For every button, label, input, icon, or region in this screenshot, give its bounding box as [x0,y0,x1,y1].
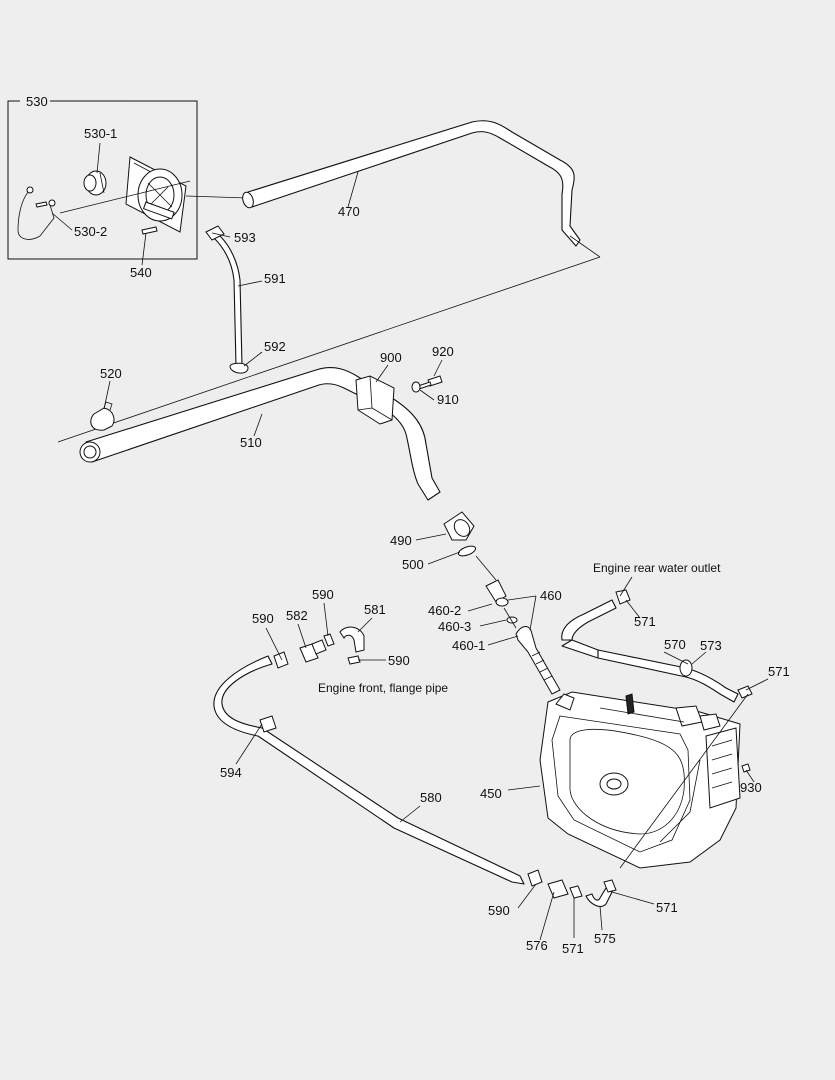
callout-460-2: 460-2 [428,603,461,618]
callout-571-d: 571 [656,900,678,915]
callout-590-c: 590 [388,653,410,668]
callout-460: 460 [540,588,562,603]
callout-582: 582 [286,608,308,623]
callout-590-b: 590 [312,587,334,602]
note-engine-rear-water-outlet: Engine rear water outlet [593,561,721,575]
callout-573: 573 [700,638,722,653]
callout-540: 540 [130,265,152,280]
callout-571-a: 571 [634,614,656,629]
callout-920: 920 [432,344,454,359]
callout-910: 910 [437,392,459,407]
axis-line-a [475,555,497,581]
callout-570: 570 [664,637,686,652]
callout-571-b: 571 [768,664,790,679]
callout-594: 594 [220,765,242,780]
bracket-900 [355,375,395,425]
callout-580: 580 [420,790,442,805]
callout-520: 520 [100,366,122,381]
bolt-920 [417,375,443,390]
callout-581: 581 [364,602,386,617]
leader-lines [50,100,769,941]
callout-592: 592 [264,339,286,354]
hose-570 [561,589,753,869]
washer-910 [411,381,421,393]
callout-450: 450 [480,786,502,801]
hose-580 [213,626,617,907]
tank-450 [539,691,751,869]
hose-510 [79,367,441,501]
callout-500: 500 [402,557,424,572]
assembly-guide-lines [57,235,601,443]
vent-hose-591 [205,225,249,374]
callout-575: 575 [594,931,616,946]
note-engine-front-flange-pipe: Engine front, flange pipe [318,681,448,695]
connector-490 [443,511,475,541]
adapter-460 [485,579,561,695]
callout-460-1: 460-1 [452,638,485,653]
callout-510: 510 [240,435,262,450]
filler-cap-assembly [17,156,249,240]
callout-460-3: 460-3 [438,619,471,634]
callout-900: 900 [380,350,402,365]
callout-591: 591 [264,271,286,286]
callout-590-a: 590 [252,611,274,626]
callout-530-1: 530-1 [84,126,117,141]
hose-470 [242,120,581,247]
callout-571-c: 571 [562,941,584,956]
oring-500 [457,545,477,557]
callout-593: 593 [234,230,256,245]
callout-labels: 530 530-1 530-2 540 593 470 591 592 520 … [26,94,790,956]
callout-930: 930 [740,780,762,795]
callout-530-2: 530-2 [74,224,107,239]
callout-530: 530 [26,94,48,109]
callout-490: 490 [390,533,412,548]
callout-590-d: 590 [488,903,510,918]
callout-470: 470 [338,204,360,219]
callout-576: 576 [526,938,548,953]
